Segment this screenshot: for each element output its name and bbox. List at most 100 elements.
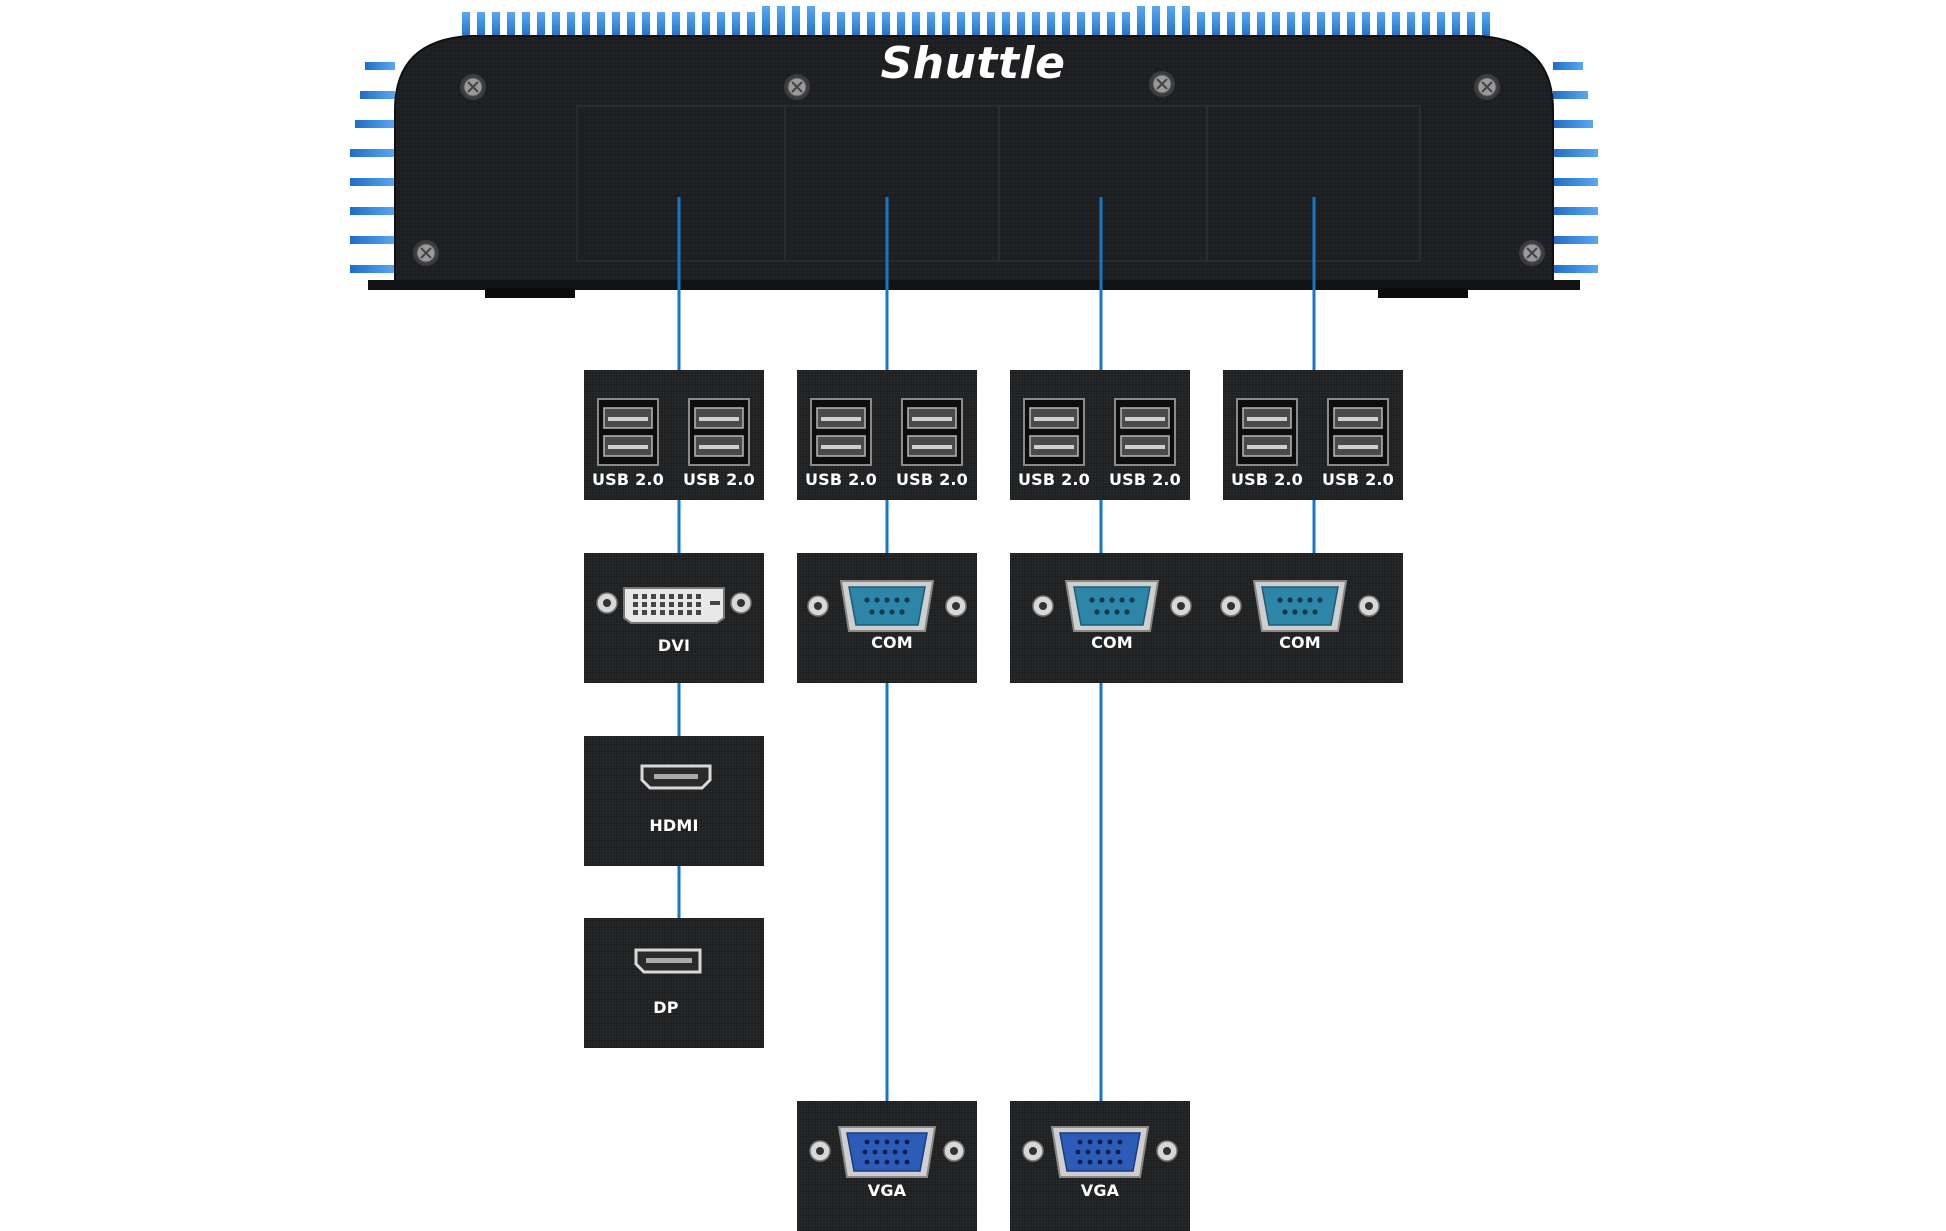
heatsink-fin xyxy=(1553,62,1583,70)
heatsink-fin xyxy=(365,62,395,70)
usb-ports-panel-option-3: USB 2.0 USB 2.0 xyxy=(1010,370,1190,500)
heatsink-fin xyxy=(1553,91,1588,99)
dvi-port-icon xyxy=(623,587,725,624)
heatsink-fin xyxy=(477,12,485,38)
usb-port-icon xyxy=(688,398,750,466)
heatsink-fin xyxy=(1197,12,1205,38)
heatsink-fin xyxy=(1553,236,1598,244)
heatsink-fin xyxy=(1407,12,1415,38)
heatsink-fin xyxy=(882,12,890,38)
heatsink-fin xyxy=(1242,12,1250,38)
vga-port-graphic xyxy=(809,1126,965,1178)
usb-left-label: USB 2.0 xyxy=(1230,470,1304,489)
heatsink-fin xyxy=(1092,12,1100,38)
hdmi-port-panel: HDMI xyxy=(584,736,764,866)
heatsink-fin xyxy=(1122,12,1130,38)
jackscrew-icon xyxy=(1156,1140,1178,1162)
dp-label: DP xyxy=(653,998,679,1017)
heatsink-fin xyxy=(1077,12,1085,38)
usb-ports-panel-option-2: USB 2.0 USB 2.0 xyxy=(797,370,977,500)
dp-port-panel: DP xyxy=(584,918,764,1048)
heatsink-fin xyxy=(522,12,530,38)
heatsink-fin xyxy=(1317,12,1325,38)
com-label: COM xyxy=(871,633,913,652)
heatsink-fin xyxy=(1553,120,1593,128)
heatsink-fin xyxy=(1422,12,1430,38)
usb-port-icon xyxy=(1236,398,1298,466)
heatsink-fins-top xyxy=(462,6,1490,38)
heatsink-fin xyxy=(687,12,695,38)
heatsink-fin xyxy=(1047,12,1055,38)
heatsink-fin xyxy=(1347,12,1355,38)
heatsink-fin xyxy=(732,12,740,38)
usb-right-label: USB 2.0 xyxy=(895,470,969,489)
heatsink-fin xyxy=(1017,12,1025,38)
heatsink-fin xyxy=(1182,6,1190,38)
heatsink-fin xyxy=(987,12,995,38)
heatsink-fin xyxy=(657,12,665,38)
heatsink-fin xyxy=(1332,12,1340,38)
jackscrew-icon xyxy=(730,592,752,614)
dvi-port-panel: DVI xyxy=(584,553,764,683)
heatsink-fin xyxy=(612,12,620,38)
jackscrew-icon xyxy=(1220,595,1242,617)
heatsink-fin xyxy=(792,6,800,38)
jackscrew-icon xyxy=(807,595,829,617)
chassis-foot-right xyxy=(1378,288,1468,298)
heatsink-fin xyxy=(350,178,395,186)
heatsink-fin xyxy=(1257,12,1265,38)
heatsink-fin xyxy=(897,12,905,38)
jackscrew-icon xyxy=(943,1140,965,1162)
heatsink-fin xyxy=(1452,12,1460,38)
heatsink-fin xyxy=(350,149,395,157)
usb-left-label: USB 2.0 xyxy=(804,470,878,489)
dvi-port-graphic xyxy=(596,587,752,624)
heatsink-fin xyxy=(1437,12,1445,38)
heatsink-fin xyxy=(1362,12,1370,38)
usb-right-label: USB 2.0 xyxy=(682,470,756,489)
screw-icon xyxy=(784,74,810,100)
heatsink-fin xyxy=(462,12,470,38)
vga-port-panel: VGA xyxy=(1010,1101,1190,1231)
vga-label: VGA xyxy=(867,1181,907,1200)
vga-port-icon xyxy=(837,1126,937,1178)
heatsink-fin xyxy=(822,12,830,38)
brand-logo: Shuttle xyxy=(880,38,1066,89)
screw-icon xyxy=(1474,74,1500,100)
com-port-icon xyxy=(1064,580,1160,632)
heatsink-fin xyxy=(1302,12,1310,38)
heatsink-fin xyxy=(350,207,395,215)
heatsink-fin xyxy=(867,12,875,38)
heatsink-fin xyxy=(492,12,500,38)
jackscrew-icon xyxy=(596,592,618,614)
com-left-label: COM xyxy=(1091,633,1133,652)
heatsink-fin xyxy=(1553,265,1598,273)
heatsink-fin xyxy=(1272,12,1280,38)
chassis-front-panel xyxy=(394,35,1554,286)
usb-left-label: USB 2.0 xyxy=(591,470,665,489)
heatsink-fin xyxy=(1152,6,1160,38)
displayport-icon xyxy=(634,948,702,974)
heatsink-fin xyxy=(1137,6,1145,38)
heatsink-fin xyxy=(355,120,395,128)
heatsink-fin xyxy=(912,12,920,38)
jackscrew-icon xyxy=(1358,595,1380,617)
screw-icon xyxy=(1519,240,1545,266)
hdmi-port-icon xyxy=(640,764,712,790)
heatsink-fin xyxy=(672,12,680,38)
usb-port-icon xyxy=(1114,398,1176,466)
heatsink-fin xyxy=(627,12,635,38)
usb-left-label: USB 2.0 xyxy=(1017,470,1091,489)
heatsink-fin xyxy=(1062,12,1070,38)
heatsink-fin xyxy=(927,12,935,38)
heatsink-fin xyxy=(1377,12,1385,38)
heatsink-fin xyxy=(567,12,575,38)
jackscrew-icon xyxy=(945,595,967,617)
usb-right-label: USB 2.0 xyxy=(1108,470,1182,489)
heatsink-fin xyxy=(972,12,980,38)
screw-icon xyxy=(1149,71,1175,97)
